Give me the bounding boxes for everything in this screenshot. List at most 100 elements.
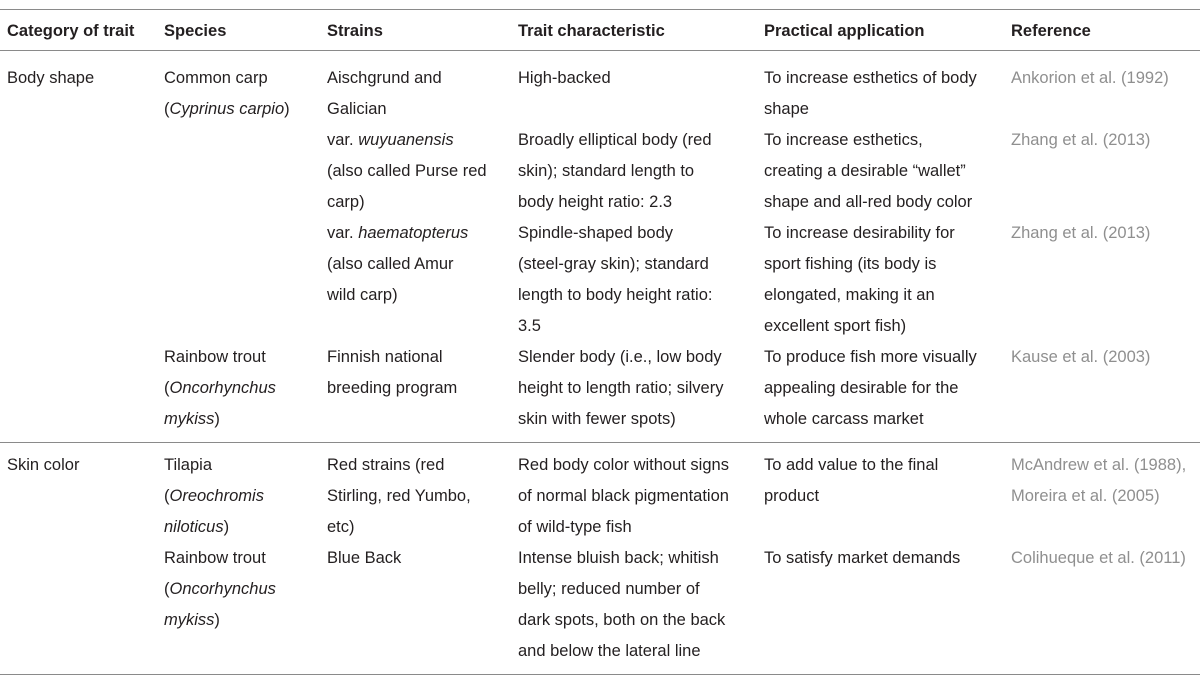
cell-line: Stirling, red Yumbo, (327, 487, 471, 505)
italic-taxon: wuyuanensis (358, 131, 454, 149)
cell-line: shape and all-red body color (764, 193, 973, 211)
strains-cell: Blue Back (327, 543, 401, 574)
cell-line: To satisfy market demands (764, 549, 961, 567)
strains-cell: var. haematopterus (also called Amur wild … (327, 218, 468, 311)
cell-line: elongated, making it an (764, 286, 935, 304)
cell-line: Tilapia (164, 456, 212, 474)
cell-line: (Oncorhynchus (164, 379, 276, 397)
cell-line: of wild-type fish (518, 518, 632, 536)
italic-taxon: Cyprinus carpio (169, 100, 285, 118)
cell-line: body height ratio: 2.3 (518, 193, 673, 211)
category-cell: Body shape (7, 69, 95, 87)
cell-line: breeding program (327, 379, 458, 397)
cell-line: product (764, 487, 820, 505)
cell-line: Kause et al. (2003) (1011, 348, 1151, 366)
reference-cell: Ankorion et al. (1992) (1011, 63, 1169, 94)
cell-line: (also called Amur (327, 255, 454, 273)
cell-line: Aischgrund and (327, 69, 442, 87)
strains-cell: var. wuyuanensis (also called Purse red ca… (327, 125, 487, 218)
cell-line: To increase esthetics of body (764, 69, 977, 87)
header-application: Practical application (764, 22, 925, 40)
cell-line: To increase desirability for (764, 224, 955, 242)
cell-line: of normal black pigmentation (518, 487, 729, 505)
italic-taxon: Oreochromis (169, 487, 264, 505)
cell-line: Moreira et al. (2005) (1011, 487, 1160, 505)
application-cell: To produce fish more visually appealing d… (764, 342, 977, 435)
cell-line: Broadly elliptical body (red (518, 131, 712, 149)
reference-cell: McAndrew et al. (1988), Moreira et al. (2… (1011, 450, 1186, 512)
cell-line: (steel-gray skin); standard (518, 255, 709, 273)
cell-line: (Cyprinus carpio) (164, 100, 290, 118)
cell-line: Spindle-shaped body (518, 224, 674, 242)
species-cell: Rainbow trout (Oncorhynchus mykiss) (164, 543, 276, 636)
table-header: Category of trait Species Strains Trait … (0, 9, 1200, 51)
species-cell: Rainbow trout (Oncorhynchus mykiss) (164, 342, 276, 435)
reference-cell: Zhang et al. (2013) (1011, 218, 1150, 249)
application-cell: To increase desirability for sport fishin… (764, 218, 955, 342)
cell-line: Finnish national (327, 348, 443, 366)
species-cell: Common carp(Cyprinus carpio) (164, 63, 290, 125)
italic-taxon: mykiss (164, 611, 215, 629)
cell-line: mykiss) (164, 611, 220, 629)
cell-line: (Oncorhynchus (164, 580, 276, 598)
cell-line: wild carp) (327, 286, 398, 304)
cell-line: mykiss) (164, 410, 220, 428)
cell-line: Ankorion et al. (1992) (1011, 69, 1169, 87)
application-cell: To satisfy market demands (764, 543, 960, 574)
italic-taxon: Oncorhynchus (169, 580, 276, 598)
trait-cell: Spindle-shaped body (steel-gray skin); st… (518, 218, 712, 342)
cell-line: carp) (327, 193, 365, 211)
cell-line: High-backed (518, 69, 611, 87)
cell-line: Galician (327, 100, 387, 118)
cell-line: whole carcass market (764, 410, 924, 428)
cell-line: Zhang et al. (2013) (1011, 224, 1151, 242)
cell-line: var. haematopterus (327, 224, 469, 242)
cell-line: creating a desirable “wallet” (764, 162, 966, 180)
italic-taxon: mykiss (164, 410, 215, 428)
species-cell: Tilapia (Oreochromis niloticus) (164, 450, 264, 543)
reference-cell: Colihueque et al. (2011) (1011, 543, 1186, 574)
cell-line: (Oreochromis (164, 487, 264, 505)
cell-line: length to body height ratio: (518, 286, 713, 304)
cell-line: var. wuyuanensis (327, 131, 454, 149)
cell-line: Colihueque et al. (2011) (1011, 549, 1186, 567)
cell-line: (also called Purse red (327, 162, 487, 180)
cell-line: Rainbow trout (164, 549, 266, 567)
cell-line: To produce fish more visually (764, 348, 977, 366)
header-trait: Trait characteristic (518, 22, 665, 40)
reference-cell: Zhang et al. (2013) (1011, 125, 1150, 156)
cell-line: McAndrew et al. (1988), (1011, 456, 1187, 474)
header-species: Species (164, 22, 227, 40)
application-cell: To increase esthetics, creating a desirab… (764, 125, 972, 218)
cell-line: height to length ratio; silvery (518, 379, 724, 397)
cell-line: Red strains (red (327, 456, 445, 474)
cell-line: and below the lateral line (518, 642, 701, 660)
group-separator (0, 442, 1200, 443)
cell-line: Rainbow trout (164, 348, 266, 366)
reference-cell: Kause et al. (2003) (1011, 342, 1150, 373)
header-reference: Reference (1011, 22, 1091, 40)
strains-cell: Finnish national breeding program (327, 342, 457, 404)
cell-line: 3.5 (518, 317, 541, 335)
group-separator (0, 674, 1200, 675)
cell-line: excellent sport fish) (764, 317, 907, 335)
cell-line: niloticus) (164, 518, 230, 536)
header-strains: Strains (327, 22, 383, 40)
cell-line: To increase esthetics, (764, 131, 923, 149)
cell-line: sport fishing (its body is (764, 255, 937, 273)
italic-taxon: Oncorhynchus (169, 379, 276, 397)
cell-line: Blue Back (327, 549, 402, 567)
cell-line: etc) (327, 518, 355, 536)
trait-cell: High-backed (518, 63, 611, 94)
trait-cell: Slender body (i.e., low body height to le… (518, 342, 723, 435)
cell-line: appealing desirable for the (764, 379, 959, 397)
cell-line: Slender body (i.e., low body (518, 348, 722, 366)
